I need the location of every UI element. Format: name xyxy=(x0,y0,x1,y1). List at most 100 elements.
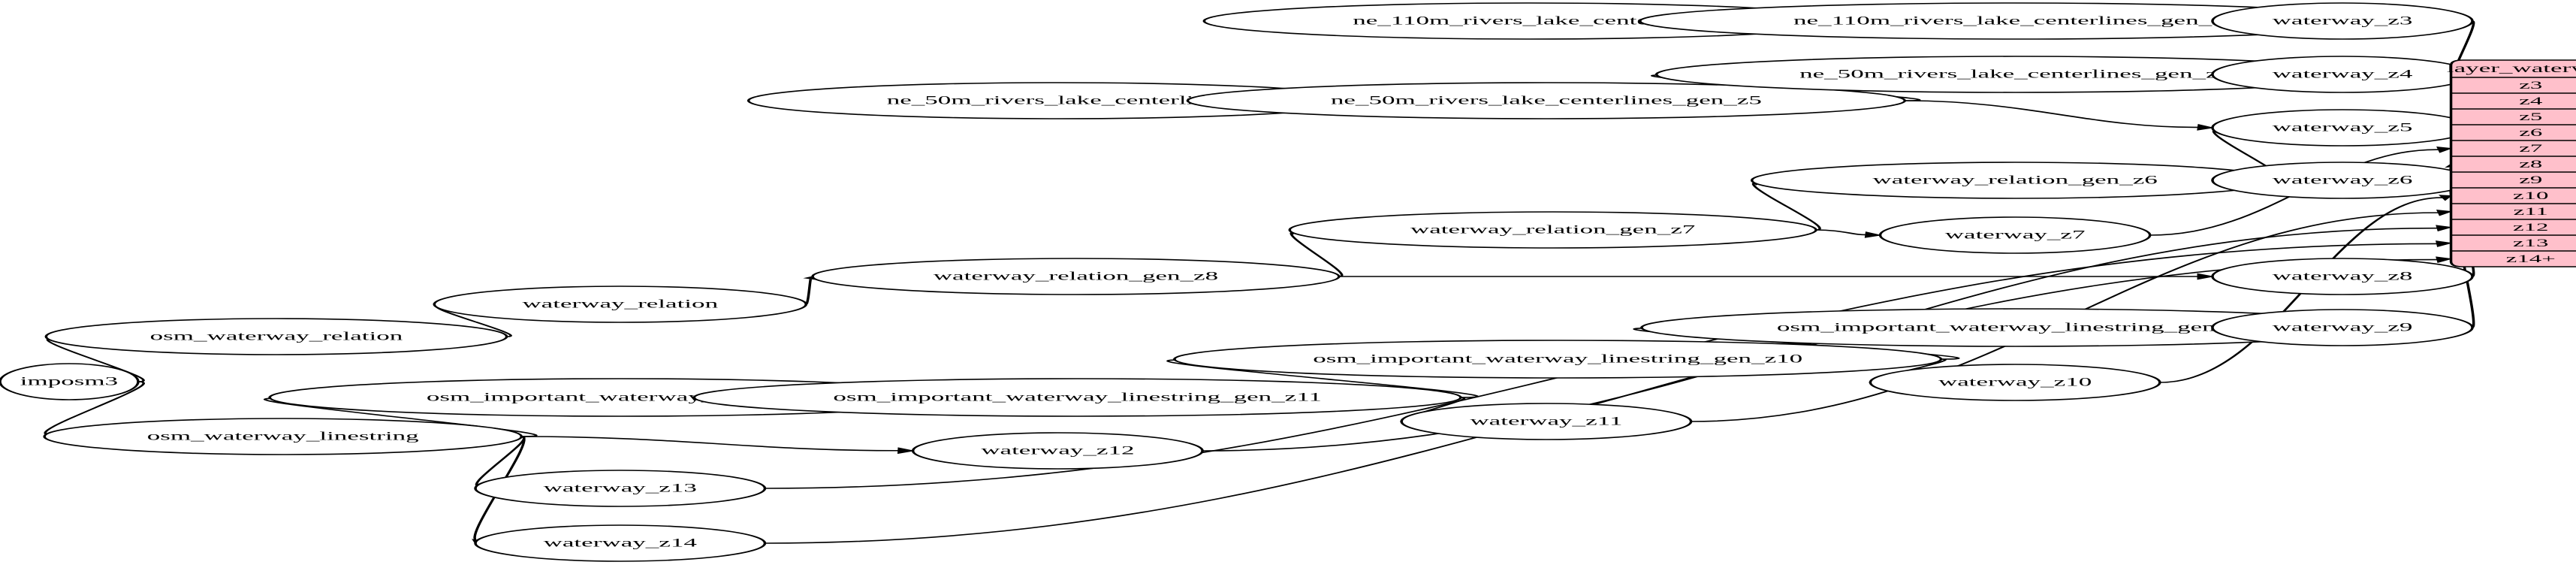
record-row-z5[interactable]: z5 xyxy=(2519,110,2542,122)
edge-line xyxy=(1751,181,1821,231)
node-shape-waterway_z14 xyxy=(474,524,767,562)
edge-waterway_relation_gen_z8-to-waterway_z8 xyxy=(1338,273,2215,280)
node-label-waterway_z6: waterway_z6 xyxy=(2273,174,2413,187)
record-row-z4[interactable]: z4 xyxy=(2519,94,2542,107)
node-waterway_relation_gen_z7[interactable]: waterway_relation_gen_z7 xyxy=(1288,211,1817,249)
record-row-z10[interactable]: z10 xyxy=(2513,189,2548,201)
edge-line xyxy=(1905,100,2198,128)
node-label-waterway_relation_gen_z7: waterway_relation_gen_z7 xyxy=(1410,223,1695,237)
node-osm_waterway_linestring[interactable]: osm_waterway_linestring xyxy=(43,418,523,455)
record-row-z6[interactable]: z6 xyxy=(2519,125,2542,138)
node-ne_50m_rivers_lake_centerlines[interactable]: ne_50m_rivers_lake_centerlines xyxy=(747,82,1368,119)
edge-waterway_relation_gen_z7-to-waterway_z7 xyxy=(1816,229,1883,238)
node-waterway_z12[interactable]: waterway_z12 xyxy=(911,432,1204,470)
edge-waterway_z14-to-layer_waterway-z14+ xyxy=(765,256,2454,544)
node-shape-waterway_z8 xyxy=(2211,258,2474,295)
edge-osm_waterway_linestring-to-waterway_z12 xyxy=(521,436,915,455)
node-label-waterway_z13: waterway_z13 xyxy=(544,482,697,495)
node-label-waterway_z8: waterway_z8 xyxy=(2273,270,2413,283)
edge-arrowhead xyxy=(2436,209,2454,216)
record-row-z9[interactable]: z9 xyxy=(2519,173,2542,186)
node-waterway_relation_gen_z6[interactable]: waterway_relation_gen_z6 xyxy=(1750,162,2280,199)
record-node-layer: layer_waterwayz3z4z5z6z7z8z9z10z11z12z13… xyxy=(2447,59,2576,267)
node-shape-waterway_z3 xyxy=(2211,2,2474,40)
node-label-ne_110m_rivers_lake_centerlines_gen_z3: ne_110m_rivers_lake_centerlines_gen_z3 xyxy=(1793,14,2237,28)
node-label-waterway_relation_gen_z6: waterway_relation_gen_z6 xyxy=(1872,174,2157,187)
record-row-z7[interactable]: z7 xyxy=(2519,141,2542,154)
edge-line xyxy=(804,278,813,305)
node-shape-waterway_z12 xyxy=(911,432,1204,470)
node-label-waterway_z10: waterway_z10 xyxy=(1938,376,2092,389)
node-waterway_z13[interactable]: waterway_z13 xyxy=(474,470,767,507)
record-row-z14plus[interactable]: z14+ xyxy=(2506,252,2556,264)
node-waterway_z10[interactable]: waterway_z10 xyxy=(1869,364,2161,401)
node-label-waterway_z5: waterway_z5 xyxy=(2273,121,2413,134)
node-shape-waterway_z9 xyxy=(2211,309,2474,346)
node-label-waterway_z11: waterway_z11 xyxy=(1470,415,1622,428)
edge-arrowhead xyxy=(2435,240,2454,247)
edge-arrowhead xyxy=(2438,195,2453,201)
node-label-osm_waterway_linestring: osm_waterway_linestring xyxy=(147,430,419,443)
node-shape-waterway_relation xyxy=(433,286,807,323)
edge-line xyxy=(1633,327,1960,360)
edge-arrowhead xyxy=(2436,256,2454,263)
node-shape-osm_waterway_relation xyxy=(44,318,508,355)
node-label-ne_50m_rivers_lake_centerlines_gen_z5: ne_50m_rivers_lake_centerlines_gen_z5 xyxy=(1331,94,1762,107)
node-waterway_z11[interactable]: waterway_z11 xyxy=(1400,403,1693,440)
node-waterway_z14[interactable]: waterway_z14 xyxy=(474,524,767,562)
node-osm_important_waterway_linestring_gen_z10[interactable]: osm_important_waterway_linestring_gen_z1… xyxy=(1173,340,1943,379)
node-shape-osm_important_waterway_linestring_gen_z10 xyxy=(1173,340,1943,379)
node-ne_50m_rivers_lake_centerlines_gen_z5[interactable]: ne_50m_rivers_lake_centerlines_gen_z5 xyxy=(1186,82,1907,119)
edge-line xyxy=(521,436,899,452)
node-label-ne_50m_rivers_lake_centerlines: ne_50m_rivers_lake_centerlines xyxy=(887,94,1229,107)
node-label-waterway_z3: waterway_z3 xyxy=(2273,14,2413,28)
node-label-ne_110m_rivers_lake_centerlines: ne_110m_rivers_lake_centerlines xyxy=(1353,14,1707,28)
node-waterway_relation_gen_z8[interactable]: waterway_relation_gen_z8 xyxy=(811,258,1341,295)
record-row-z13[interactable]: z13 xyxy=(2513,236,2548,249)
record-node-layer-waterway: layer_waterwayz3z4z5z6z7z8z9z10z11z12z13… xyxy=(2447,59,2576,267)
node-label-waterway_z12: waterway_z12 xyxy=(981,444,1134,458)
node-shape-ne_50m_rivers_lake_centerlines_gen_z5 xyxy=(1186,82,1907,119)
node-shape-waterway_relation_gen_z7 xyxy=(1288,211,1817,249)
node-shape-waterway_z7 xyxy=(1878,216,2152,254)
node-waterway_relation[interactable]: waterway_relation xyxy=(433,286,807,323)
node-waterway_z7[interactable]: waterway_z7 xyxy=(1878,216,2152,254)
node-label-waterway_z9: waterway_z9 xyxy=(2273,321,2413,334)
record-row-z8[interactable]: z8 xyxy=(2519,157,2542,170)
node-shape-imposm3 xyxy=(0,363,140,400)
edge-arrowhead xyxy=(2197,124,2215,131)
node-shape-osm_important_waterway_linestring_gen_z11 xyxy=(692,378,1462,417)
node-osm_important_waterway_linestring_gen_z11[interactable]: osm_important_waterway_linestring_gen_z1… xyxy=(692,378,1462,417)
record-row-z11[interactable]: z11 xyxy=(2514,204,2548,217)
node-shape-waterway_z10 xyxy=(1869,364,2161,401)
nodes-layer: imposm3 osm_waterway_relation osm_waterway… xyxy=(0,2,2474,562)
record-row-z3[interactable]: z3 xyxy=(2519,78,2542,91)
node-label-waterway_relation: waterway_relation xyxy=(522,298,718,311)
node-ne_110m_rivers_lake_centerlines_gen_z3[interactable]: ne_110m_rivers_lake_centerlines_gen_z3 xyxy=(1638,2,2392,40)
node-imposm3[interactable]: imposm3 xyxy=(0,363,140,400)
node-osm_important_waterway_linestring_gen_z9[interactable]: osm_important_waterway_linestring_gen_z9 xyxy=(1640,308,2390,347)
edge-arrowhead xyxy=(2436,147,2454,153)
node-waterway_z9[interactable]: waterway_z9 xyxy=(2211,309,2474,346)
edge-arrowhead xyxy=(2197,273,2215,280)
record-row-z12[interactable]: z12 xyxy=(2513,220,2548,233)
node-waterway_z3[interactable]: waterway_z3 xyxy=(2211,2,2474,40)
node-label-imposm3: imposm3 xyxy=(20,375,118,388)
node-shape-waterway_z11 xyxy=(1400,403,1693,440)
edge-arrowhead xyxy=(2436,225,2454,232)
node-waterway_z6[interactable]: waterway_z6 xyxy=(2211,162,2474,199)
node-label-waterway_relation_gen_z8: waterway_relation_gen_z8 xyxy=(934,270,1218,283)
edge-arrowhead xyxy=(897,447,915,455)
node-waterway_z5[interactable]: waterway_z5 xyxy=(2211,109,2474,147)
node-osm_waterway_relation[interactable]: osm_waterway_relation xyxy=(44,318,508,355)
node-label-osm_important_waterway_linestring_gen_z9: osm_important_waterway_linestring_gen_z9 xyxy=(1777,321,2253,334)
node-label-osm_important_waterway_linestring_gen_z10: osm_important_waterway_linestring_gen_z1… xyxy=(1313,352,1802,366)
node-shape-osm_waterway_linestring xyxy=(43,418,523,455)
node-waterway_z8[interactable]: waterway_z8 xyxy=(2211,258,2474,295)
node-label-waterway_z14: waterway_z14 xyxy=(544,536,698,550)
node-waterway_z4[interactable]: waterway_z4 xyxy=(2211,56,2474,93)
edge-line xyxy=(765,258,2438,544)
node-shape-waterway_z13 xyxy=(474,470,767,507)
node-label-osm_waterway_relation: osm_waterway_relation xyxy=(150,330,403,343)
